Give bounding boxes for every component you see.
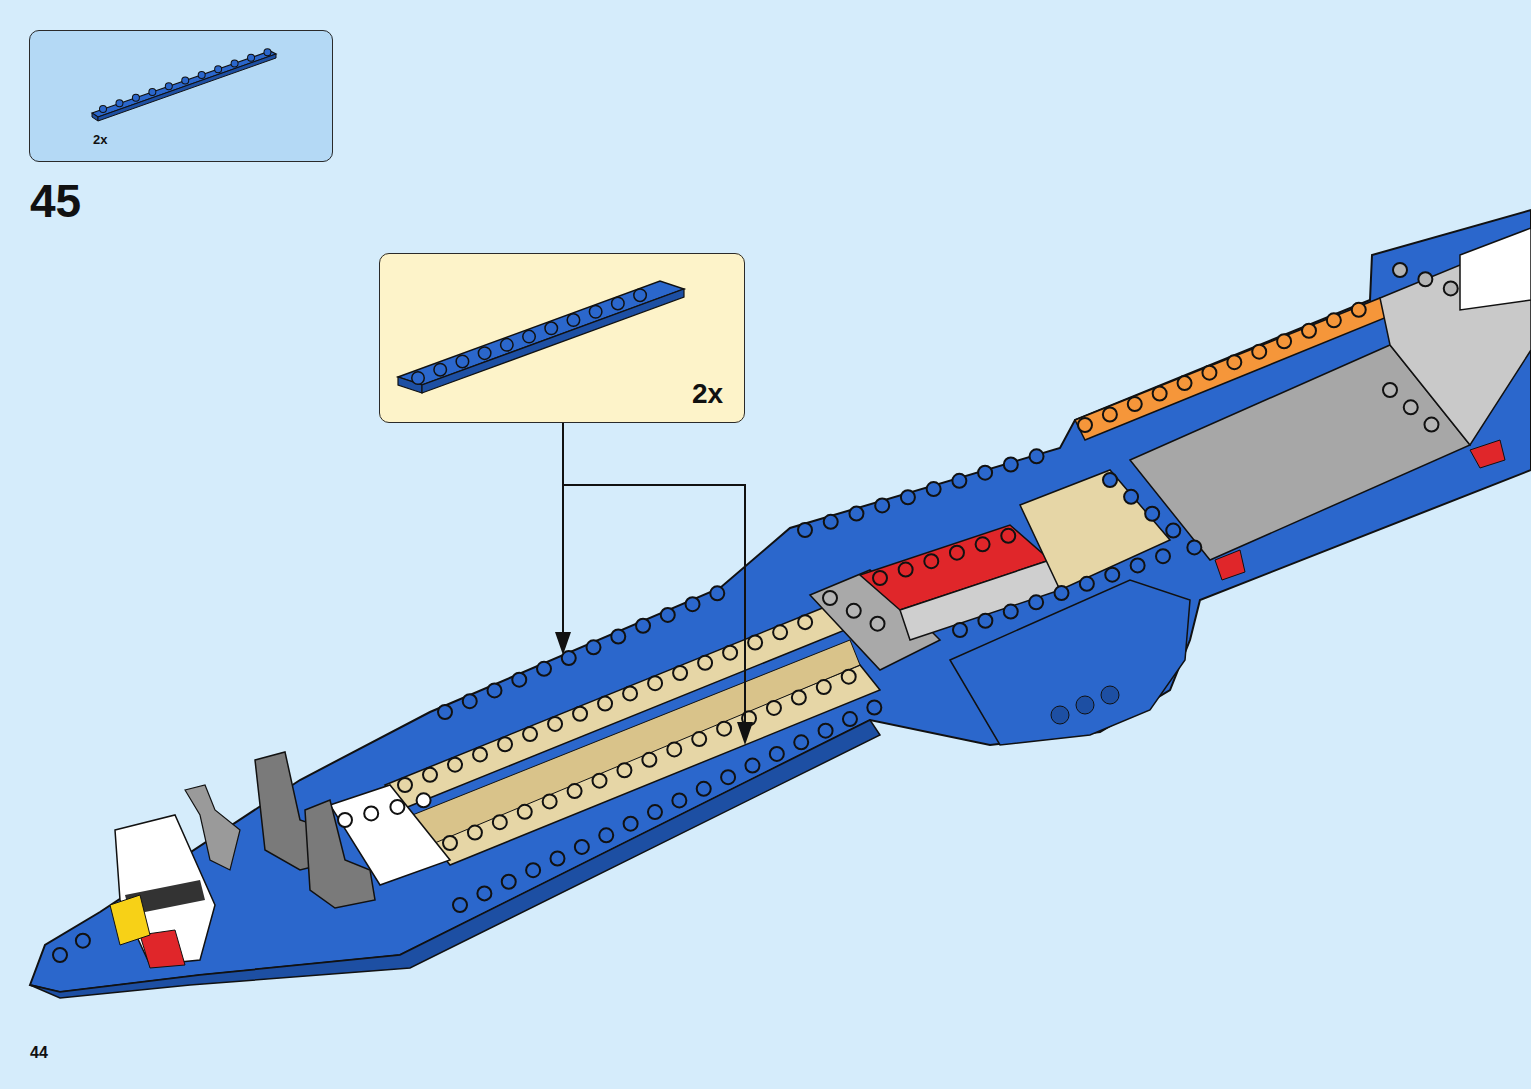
yellow-part xyxy=(110,895,150,945)
parts-box-fill xyxy=(29,30,333,162)
arrowhead xyxy=(737,722,753,745)
tan-strip-side xyxy=(400,640,860,845)
parts-list-box: 2x xyxy=(29,30,333,162)
step-number: 45 xyxy=(30,178,81,224)
hole xyxy=(1076,696,1094,714)
callout-box: 2x xyxy=(379,253,745,423)
hole xyxy=(1051,706,1069,724)
quantity-label: 2x xyxy=(692,379,723,410)
studs xyxy=(60,270,1455,955)
callout-arrows xyxy=(563,423,745,730)
hole xyxy=(1101,686,1119,704)
callout-plate xyxy=(398,281,684,393)
callout-fill xyxy=(379,253,745,423)
quantity-label: 2x xyxy=(93,133,107,147)
red-tile xyxy=(1215,550,1245,580)
control-stick xyxy=(185,785,240,870)
parts-plate xyxy=(92,51,276,121)
red-tile xyxy=(1470,440,1505,468)
tan-block xyxy=(1020,470,1170,590)
page-number: 44 xyxy=(30,1045,48,1061)
arrowhead xyxy=(555,632,571,655)
white-block xyxy=(1460,228,1531,310)
fuselage xyxy=(30,210,1531,992)
